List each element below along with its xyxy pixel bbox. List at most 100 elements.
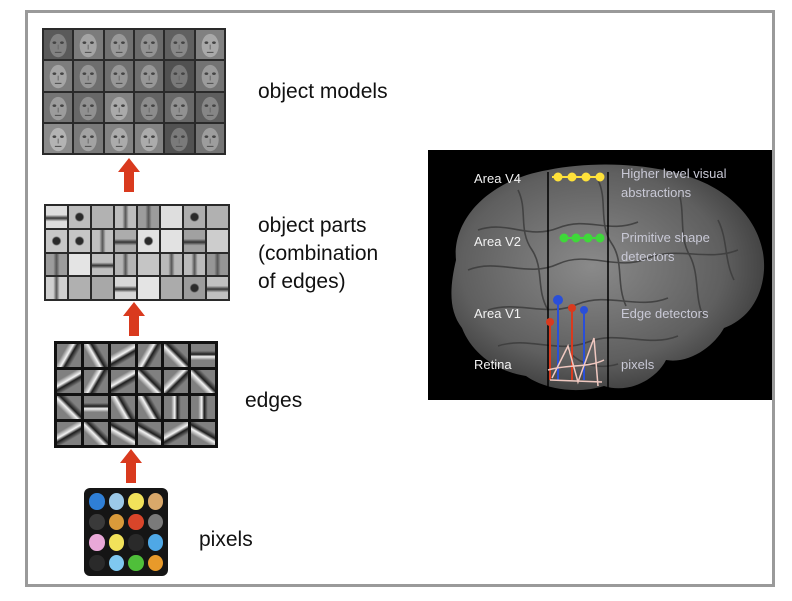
pixel-dot bbox=[128, 493, 144, 510]
edge-filter-thumbnail bbox=[164, 370, 189, 393]
face-thumbnail bbox=[165, 92, 194, 122]
part-thumbnail bbox=[115, 229, 136, 252]
edge-filter-thumbnail bbox=[137, 370, 162, 393]
face-thumbnail bbox=[104, 92, 133, 122]
object-parts-line-2: (combination bbox=[258, 242, 379, 265]
part-thumbnail bbox=[161, 253, 182, 276]
part-thumbnail bbox=[46, 253, 67, 276]
edge-filter-thumbnail bbox=[110, 370, 135, 393]
edges-grid bbox=[54, 341, 218, 448]
pixel-dot bbox=[108, 493, 124, 510]
part-thumbnail bbox=[46, 277, 67, 299]
edge-filter-thumbnail bbox=[57, 396, 81, 419]
pixel-dot bbox=[147, 493, 163, 510]
edge-filter-thumbnail bbox=[83, 344, 108, 367]
pixel-dot bbox=[108, 534, 124, 551]
edge-filter-thumbnail bbox=[110, 422, 135, 445]
edge-filter-thumbnail bbox=[164, 344, 189, 367]
object-parts-label: object parts (combination of edges) bbox=[258, 212, 378, 296]
part-thumbnail bbox=[138, 277, 159, 299]
face-thumbnail bbox=[104, 61, 133, 91]
part-thumbnail bbox=[184, 253, 205, 276]
edge-filter-thumbnail bbox=[191, 344, 215, 367]
face-thumbnail bbox=[195, 92, 224, 122]
part-thumbnail bbox=[92, 253, 113, 276]
pixel-dot bbox=[89, 554, 105, 571]
area-v4-label: Area V4 bbox=[474, 171, 521, 186]
brain-image bbox=[451, 164, 765, 395]
edge-filter-thumbnail bbox=[191, 422, 215, 445]
up-arrow-icon bbox=[118, 158, 140, 192]
pixel-dot bbox=[89, 493, 105, 510]
face-thumbnail bbox=[74, 61, 103, 91]
part-thumbnail bbox=[115, 206, 136, 228]
face-thumbnail bbox=[74, 123, 103, 153]
edge-filter-thumbnail bbox=[83, 422, 108, 445]
part-thumbnail bbox=[92, 277, 113, 299]
brain-folds bbox=[467, 179, 739, 368]
pixel-dot bbox=[89, 534, 105, 551]
pixel-dot bbox=[147, 534, 163, 551]
pixel-dot bbox=[108, 513, 124, 530]
face-thumbnail bbox=[74, 92, 103, 122]
part-thumbnail bbox=[92, 206, 113, 228]
retina-desc: pixels bbox=[621, 357, 655, 372]
edge-filter-thumbnail bbox=[110, 344, 135, 367]
part-thumbnail bbox=[69, 229, 90, 252]
pixel-dot bbox=[89, 513, 105, 530]
face-thumbnail bbox=[165, 123, 194, 153]
part-thumbnail bbox=[115, 277, 136, 299]
face-thumbnail bbox=[135, 61, 164, 91]
part-thumbnail bbox=[184, 206, 205, 228]
area-v1-label: Area V1 bbox=[474, 306, 521, 321]
area-v2-desc-2: detectors bbox=[621, 249, 675, 264]
part-thumbnail bbox=[184, 277, 205, 299]
pixel-dot bbox=[108, 554, 124, 571]
pixel-dot bbox=[147, 513, 163, 530]
face-thumbnail bbox=[44, 61, 73, 91]
part-thumbnail bbox=[138, 206, 159, 228]
object-models-grid bbox=[42, 28, 226, 155]
face-thumbnail bbox=[135, 30, 164, 60]
retina-lines bbox=[547, 337, 605, 387]
face-thumbnail bbox=[44, 92, 73, 122]
area-v2-desc-1: Primitive shape bbox=[621, 230, 710, 245]
part-thumbnail bbox=[138, 253, 159, 276]
retina-label: Retina bbox=[474, 357, 512, 372]
edge-filter-thumbnail bbox=[164, 396, 189, 419]
pixels-label: pixels bbox=[199, 528, 253, 551]
face-thumbnail bbox=[135, 123, 164, 153]
part-thumbnail bbox=[46, 206, 67, 228]
part-thumbnail bbox=[115, 253, 136, 276]
edge-filter-thumbnail bbox=[110, 396, 135, 419]
pixels-grid bbox=[84, 488, 168, 576]
face-thumbnail bbox=[44, 30, 73, 60]
part-thumbnail bbox=[161, 277, 182, 299]
edge-filter-thumbnail bbox=[57, 344, 81, 367]
up-arrow-icon bbox=[120, 449, 142, 483]
pixel-dot bbox=[128, 534, 144, 551]
edge-filter-thumbnail bbox=[83, 396, 108, 419]
face-thumbnail bbox=[44, 123, 73, 153]
part-thumbnail bbox=[207, 229, 228, 252]
object-parts-line-1: object parts bbox=[258, 214, 367, 237]
edges-label: edges bbox=[245, 389, 303, 412]
part-thumbnail bbox=[207, 206, 228, 228]
pixel-dot bbox=[128, 513, 144, 530]
edge-filter-thumbnail bbox=[191, 370, 215, 393]
v4-dots bbox=[552, 172, 605, 182]
edge-filter-thumbnail bbox=[137, 344, 162, 367]
edge-filter-thumbnail bbox=[57, 422, 81, 445]
part-thumbnail bbox=[184, 229, 205, 252]
face-thumbnail bbox=[165, 30, 194, 60]
part-thumbnail bbox=[92, 229, 113, 252]
part-thumbnail bbox=[161, 229, 182, 252]
edge-filter-thumbnail bbox=[83, 370, 108, 393]
part-thumbnail bbox=[69, 277, 90, 299]
face-thumbnail bbox=[195, 30, 224, 60]
object-parts-grid bbox=[44, 204, 230, 301]
part-thumbnail bbox=[207, 277, 228, 299]
part-thumbnail bbox=[69, 206, 90, 228]
pixel-dot bbox=[128, 554, 144, 571]
edge-filter-thumbnail bbox=[137, 422, 162, 445]
